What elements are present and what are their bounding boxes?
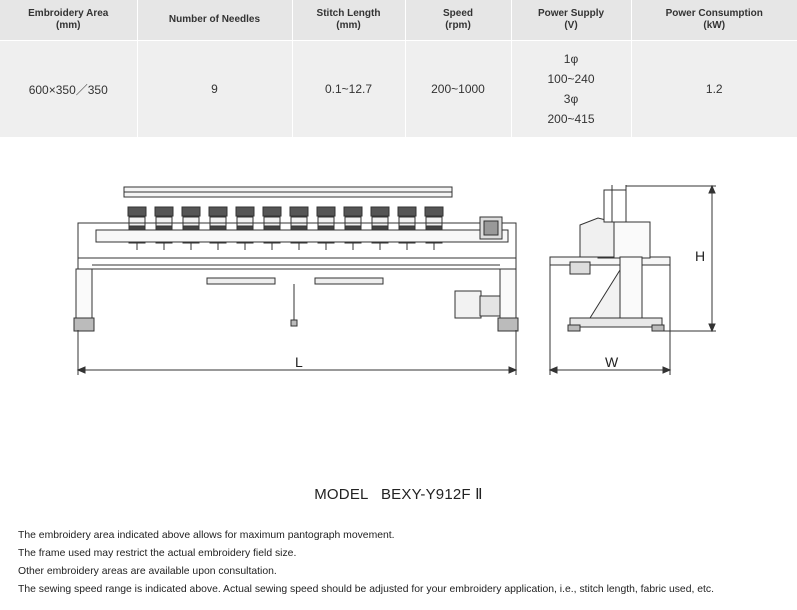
embroidery-head — [181, 206, 201, 250]
side-foot-left — [567, 324, 581, 332]
height-dimension — [626, 184, 716, 333]
note-item: Other embroidery areas are available upo… — [18, 566, 277, 577]
header-speed: Speed (rpm) — [405, 0, 512, 41]
embroidery-head — [343, 206, 363, 250]
power-supply-line: 3φ — [563, 92, 579, 106]
spec-table-header-row: Embroidery Area (mm) Number of Needles S… — [0, 0, 797, 41]
header-embroidery-area: Embroidery Area (mm) — [0, 0, 138, 41]
embroidery-head — [262, 206, 282, 250]
spec-table-value-row: 600×350／350 9 0.1~12.7 200~1000 1φ 100~2… — [0, 40, 797, 137]
thread-cones — [343, 206, 363, 217]
front-table — [77, 222, 517, 270]
side-view — [549, 185, 671, 332]
front-motor-box — [454, 290, 482, 319]
embroidery-head — [289, 206, 309, 250]
note-item: The embroidery area indicated above allo… — [18, 530, 395, 541]
side-pillar — [619, 256, 643, 328]
thread-cones — [289, 206, 309, 217]
power-supply-line: 200~415 — [547, 112, 595, 126]
front-motor-box-top — [479, 295, 501, 317]
value-speed: 200~1000 — [405, 40, 512, 137]
embroidery-head — [397, 206, 417, 250]
height-arrow-top — [708, 184, 716, 194]
thread-cones — [208, 206, 228, 217]
model-name: BEXY-Y912F Ⅱ — [380, 486, 483, 503]
side-arm — [579, 217, 615, 258]
front-arm-beam — [95, 229, 509, 243]
thread-cones — [424, 206, 444, 217]
front-leg-left-foot — [73, 317, 95, 332]
header-power-consumption: Power Consumption (kW) — [631, 0, 797, 41]
value-power-consumption: 1.2 — [631, 40, 797, 137]
header-power-supply: Power Supply (V) — [511, 0, 632, 41]
width-label: W — [605, 354, 619, 370]
embroidery-head — [235, 206, 255, 250]
model-label: MODEL — [314, 486, 369, 503]
spec-table: Embroidery Area (mm) Number of Needles S… — [0, 0, 797, 137]
front-pantograph-right — [314, 277, 384, 285]
header-stitch-length: Stitch Length (mm) — [292, 0, 406, 41]
thread-cones — [181, 206, 201, 217]
width-dimension — [548, 265, 672, 375]
width-arrow-left — [548, 366, 558, 374]
thread-cones — [316, 206, 336, 217]
front-view — [73, 186, 519, 332]
power-supply-line: 100~240 — [547, 72, 595, 86]
header-number-of-needles: Number of Needles — [137, 0, 293, 41]
thread-cones — [235, 206, 255, 217]
embroidery-head — [316, 206, 336, 250]
thread-cones — [370, 206, 390, 217]
thread-cones — [397, 206, 417, 217]
notes-list: The embroidery area indicated above allo… — [18, 527, 793, 599]
note-item: The sewing speed range is indicated abov… — [18, 584, 715, 595]
thread-cones — [154, 206, 174, 217]
front-center-post-foot — [290, 319, 298, 327]
side-base — [569, 317, 663, 328]
side-foot-right — [651, 324, 665, 332]
power-supply-line: 1φ — [563, 52, 579, 66]
length-arrow-left — [76, 366, 86, 374]
side-control-box — [569, 261, 591, 275]
thread-cones — [127, 206, 147, 217]
value-embroidery-area: 600×350／350 — [0, 40, 138, 137]
length-arrow-right — [508, 366, 518, 374]
model-designation: MODEL BEXY-Y912F Ⅱ — [0, 485, 797, 503]
side-thread-stand — [603, 189, 627, 223]
front-control-panel-screen — [483, 220, 499, 236]
embroidery-head — [154, 206, 174, 250]
width-arrow-right — [662, 366, 672, 374]
note-item: The frame used may restrict the actual e… — [18, 548, 297, 559]
embroidery-head — [424, 206, 444, 250]
thread-cones — [262, 206, 282, 217]
value-power-supply: 1φ 100~240 3φ 200~415 — [511, 40, 632, 137]
front-leg-right-foot — [497, 317, 519, 332]
length-dimension — [76, 330, 518, 375]
length-label: L — [295, 354, 303, 370]
height-arrow-bottom — [708, 323, 716, 333]
front-pantograph-left — [206, 277, 276, 285]
value-needles: 9 — [137, 40, 293, 137]
embroidery-head — [208, 206, 228, 250]
embroidery-heads — [127, 206, 444, 250]
embroidery-head — [127, 206, 147, 250]
value-stitch-length: 0.1~12.7 — [292, 40, 406, 137]
embroidery-head — [370, 206, 390, 250]
machine-technical-drawing: L H — [73, 184, 716, 375]
height-label: H — [695, 248, 705, 264]
side-brace — [589, 268, 621, 319]
